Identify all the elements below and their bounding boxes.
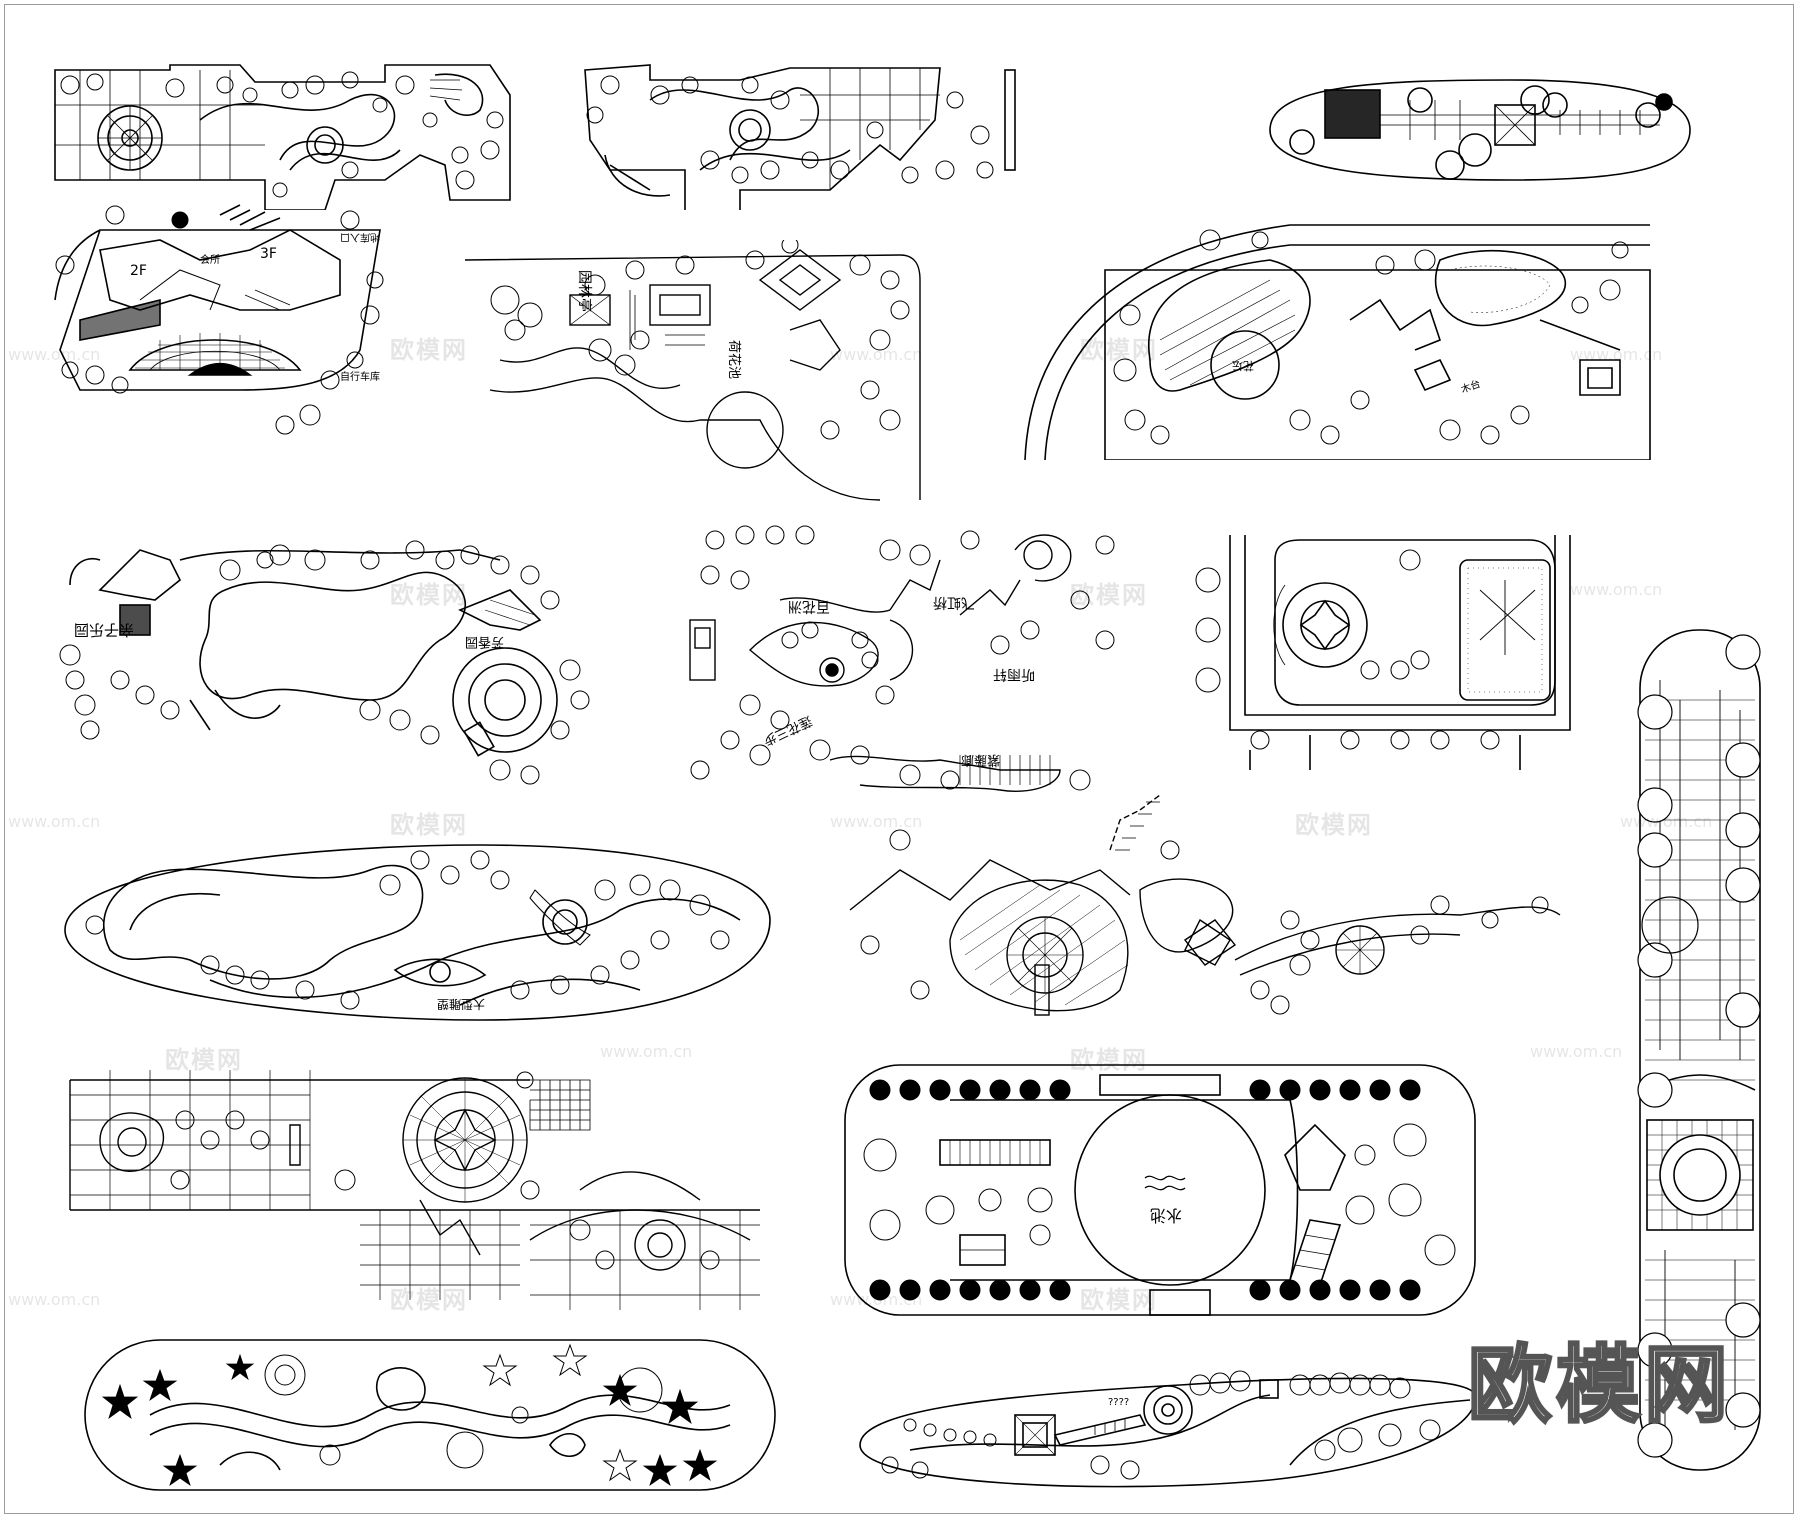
plan-rect-plaza <box>1195 535 1571 770</box>
plan-kids-garden: 亲子乐园 芳香园 <box>59 540 590 785</box>
sheet-border <box>4 4 1794 1514</box>
label-marks: ???? <box>1108 1397 1129 1408</box>
label-kids-garden: 亲子乐园 <box>74 621 134 639</box>
label-garage-entrance: 地库入口 <box>340 231 380 244</box>
plan-star-oval <box>84 1339 776 1491</box>
label-pool: 水池 <box>1150 1206 1182 1225</box>
label-clubhouse: 会所 <box>200 253 220 266</box>
plan-vertical-strip <box>1637 629 1761 1471</box>
label-flower-land: 百花洲 <box>788 598 830 614</box>
plan-canopy-riverside <box>849 794 1561 1016</box>
label-lotus-pond: 荷花池 <box>726 340 742 379</box>
label-3f: 3F <box>260 246 277 262</box>
plan-strip-gardens <box>54 64 1016 210</box>
brand-logo-text: 欧模网 <box>1466 1335 1733 1436</box>
plan-clubhouse: 2F 会所 3F 地库入口 自行车库 <box>54 204 384 435</box>
label-wooden-platform: 木台 <box>1459 377 1482 396</box>
plan-platform-oval: ???? <box>859 1370 1476 1488</box>
label-lotus-path: 莲花三步 <box>760 712 814 748</box>
label-2f: 2F <box>130 263 147 279</box>
plan-pavilion-pond: 园林亭 荷花池 <box>464 240 921 501</box>
label-pergola: 紫藤廊 <box>961 752 1000 768</box>
plan-curved-garden: 花坛 木台 <box>1024 224 1651 460</box>
label-sculpture: 大型雕塑 <box>437 997 485 1012</box>
label-bike-garage: 自行车库 <box>340 370 380 383</box>
plan-oval-park: 大型雕塑 <box>64 844 771 1021</box>
plan-grid-plaza <box>69 1070 760 1310</box>
label-garden-pavilion: 园林亭 <box>576 270 593 312</box>
label-rainbow-bridge: 飞虹桥 <box>933 594 975 610</box>
label-flower-bed: 花坛 <box>1232 359 1254 372</box>
plan-oval-top-right <box>1269 79 1691 181</box>
plan-pool-court: 水池 <box>844 1064 1476 1316</box>
label-fragrance-garden: 芳香园 <box>465 634 504 649</box>
label-rain-pavilion: 听雨轩 <box>993 666 1035 682</box>
plan-chinese-garden: 百花洲 飞虹桥 听雨轩 紫藤廊 莲花三步 <box>689 525 1115 792</box>
